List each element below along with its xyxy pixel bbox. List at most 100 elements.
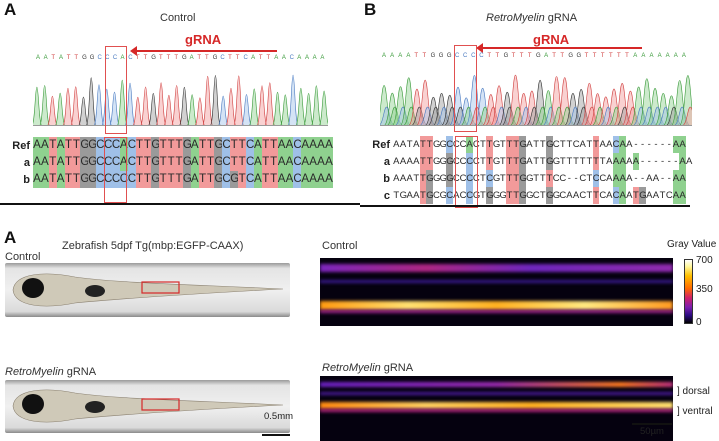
alignment-base: T <box>499 139 506 150</box>
base-call: A <box>633 53 638 59</box>
alignment-base: T <box>659 190 666 201</box>
grna-label: gRNA <box>185 32 222 47</box>
alignment-base: T <box>592 153 600 170</box>
chromatogram-peak <box>582 106 601 126</box>
alignment-base: T <box>393 190 400 201</box>
chromatogram-peak <box>186 94 198 126</box>
alignment-base: A <box>526 139 533 150</box>
alignment-base: A <box>301 154 310 171</box>
base-call: A <box>251 55 256 61</box>
alignment-base: T <box>72 154 81 171</box>
base-call: A <box>681 53 686 59</box>
chromatogram-peak <box>407 88 427 126</box>
alignment-base: A <box>406 156 413 167</box>
alignment-base: - <box>660 156 665 167</box>
chromatogram-peak <box>393 106 413 126</box>
base-call: A <box>649 53 654 59</box>
alignment-base: C <box>246 137 254 154</box>
alignment-base: A <box>277 137 286 154</box>
alignment-base: T <box>135 154 144 171</box>
alignment-base: G <box>426 187 434 204</box>
alignment-base: T <box>419 136 427 153</box>
alignment-base: A <box>579 139 586 150</box>
alignment-base: C <box>532 190 540 201</box>
alignment-base: A <box>33 137 41 154</box>
alignment-base: C <box>104 154 112 171</box>
alignment-base: G <box>492 173 501 184</box>
alignment-base: A <box>399 173 407 184</box>
alignment-base: C <box>592 170 600 187</box>
base-call: G <box>151 55 156 61</box>
chromatogram-peak <box>124 82 136 126</box>
base-call: G <box>446 53 452 59</box>
base-call: T <box>74 55 79 61</box>
alignment-base: T <box>143 137 152 154</box>
chromatogram-peak <box>62 87 74 126</box>
alignment-base: C <box>446 136 453 153</box>
alignment-base: T <box>586 139 593 150</box>
alignment-base: T <box>592 187 600 204</box>
alignment-base: A <box>413 190 420 201</box>
alignment-base: - <box>567 173 571 184</box>
alignment-base: T <box>533 173 540 184</box>
base-call: A <box>43 55 48 61</box>
alignment-base: G <box>519 187 527 204</box>
alignment-base: G <box>639 187 647 204</box>
alignment-base: T <box>586 156 593 167</box>
alignment-base: G <box>492 139 501 150</box>
label-italic: RetroMyelin <box>5 366 64 378</box>
chromatogram-peak <box>93 84 105 126</box>
chromatogram-peak <box>443 106 462 126</box>
base-call: C <box>112 55 118 61</box>
alignment-base: G <box>439 173 447 184</box>
alignment-base: T <box>238 154 247 171</box>
chromatogram-peak <box>607 106 626 126</box>
chromatogram-peak <box>604 88 624 126</box>
alignment-base: C <box>119 171 128 188</box>
chromatogram-peak <box>656 106 675 126</box>
alignment-base: T <box>592 136 600 153</box>
alignment-base: A <box>612 153 620 170</box>
alignment-base: A <box>679 187 686 204</box>
alignment-base: T <box>48 154 57 171</box>
alignment-base: A <box>672 136 680 153</box>
colorbar <box>684 259 693 324</box>
alignment-base: T <box>269 171 278 188</box>
base-call: A <box>281 55 286 61</box>
chromatogram-peak <box>533 106 552 126</box>
alignment-base: T <box>479 156 486 167</box>
alignment-base: G <box>552 190 561 201</box>
alignment-base: T <box>506 170 513 187</box>
base-call: T <box>592 53 597 59</box>
colorbar-tick: 350 <box>696 284 713 295</box>
alignment-base: A <box>606 190 613 201</box>
alignment-base: C <box>452 156 460 167</box>
chromatogram-peak <box>225 87 237 126</box>
fish-image-retromyelin <box>5 380 290 433</box>
alignment-base: T <box>261 154 270 171</box>
alignment-base: G <box>519 170 527 187</box>
alignment-base: C <box>246 154 254 171</box>
target-site-box <box>105 46 127 134</box>
chromatogram-peak <box>654 92 673 126</box>
alignment-base: T <box>573 156 579 167</box>
chromatogram-retromyelin <box>380 74 692 126</box>
alignment-base: A <box>40 137 49 154</box>
alignment-base: T <box>167 137 176 154</box>
alignment-base: T <box>261 137 270 154</box>
chromatogram-peak <box>621 90 640 126</box>
alignment-base: T <box>499 156 506 167</box>
alignment-base: G <box>492 156 501 167</box>
base-call: T <box>414 53 419 59</box>
base-call: A <box>657 53 662 59</box>
alignment-base: T <box>48 137 57 154</box>
panel-title-retromyelin: RetroMyelin gRNA <box>486 12 577 24</box>
alignment-base: T <box>566 156 573 167</box>
chromatogram-peak <box>637 78 657 126</box>
base-call: T <box>511 53 516 59</box>
alignment-base: T <box>135 137 144 154</box>
grna-label: gRNA <box>533 32 570 47</box>
alignment-base: C <box>127 137 136 154</box>
chromatogram-peak <box>678 75 692 126</box>
